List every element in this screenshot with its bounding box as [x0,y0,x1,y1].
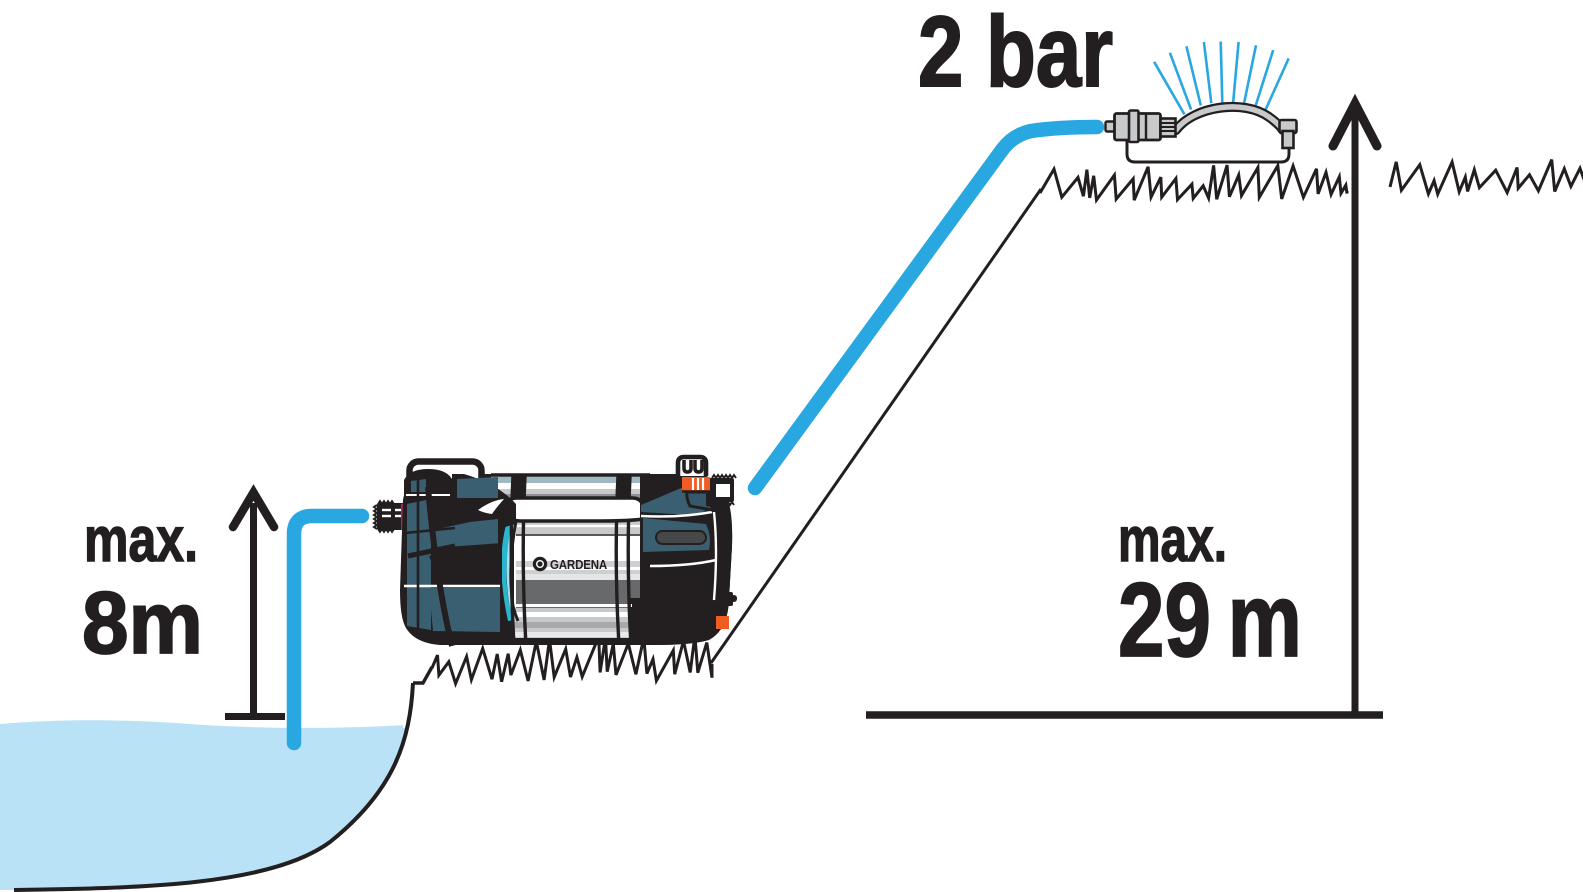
svg-text:8m: 8m [82,573,203,672]
svg-text:GARDENA: GARDENA [550,557,608,572]
svg-text:2 bar: 2 bar [918,0,1113,108]
svg-text:max.: max. [1118,505,1227,575]
svg-text:max.: max. [84,505,198,575]
svg-text:29 m: 29 m [1118,562,1302,679]
